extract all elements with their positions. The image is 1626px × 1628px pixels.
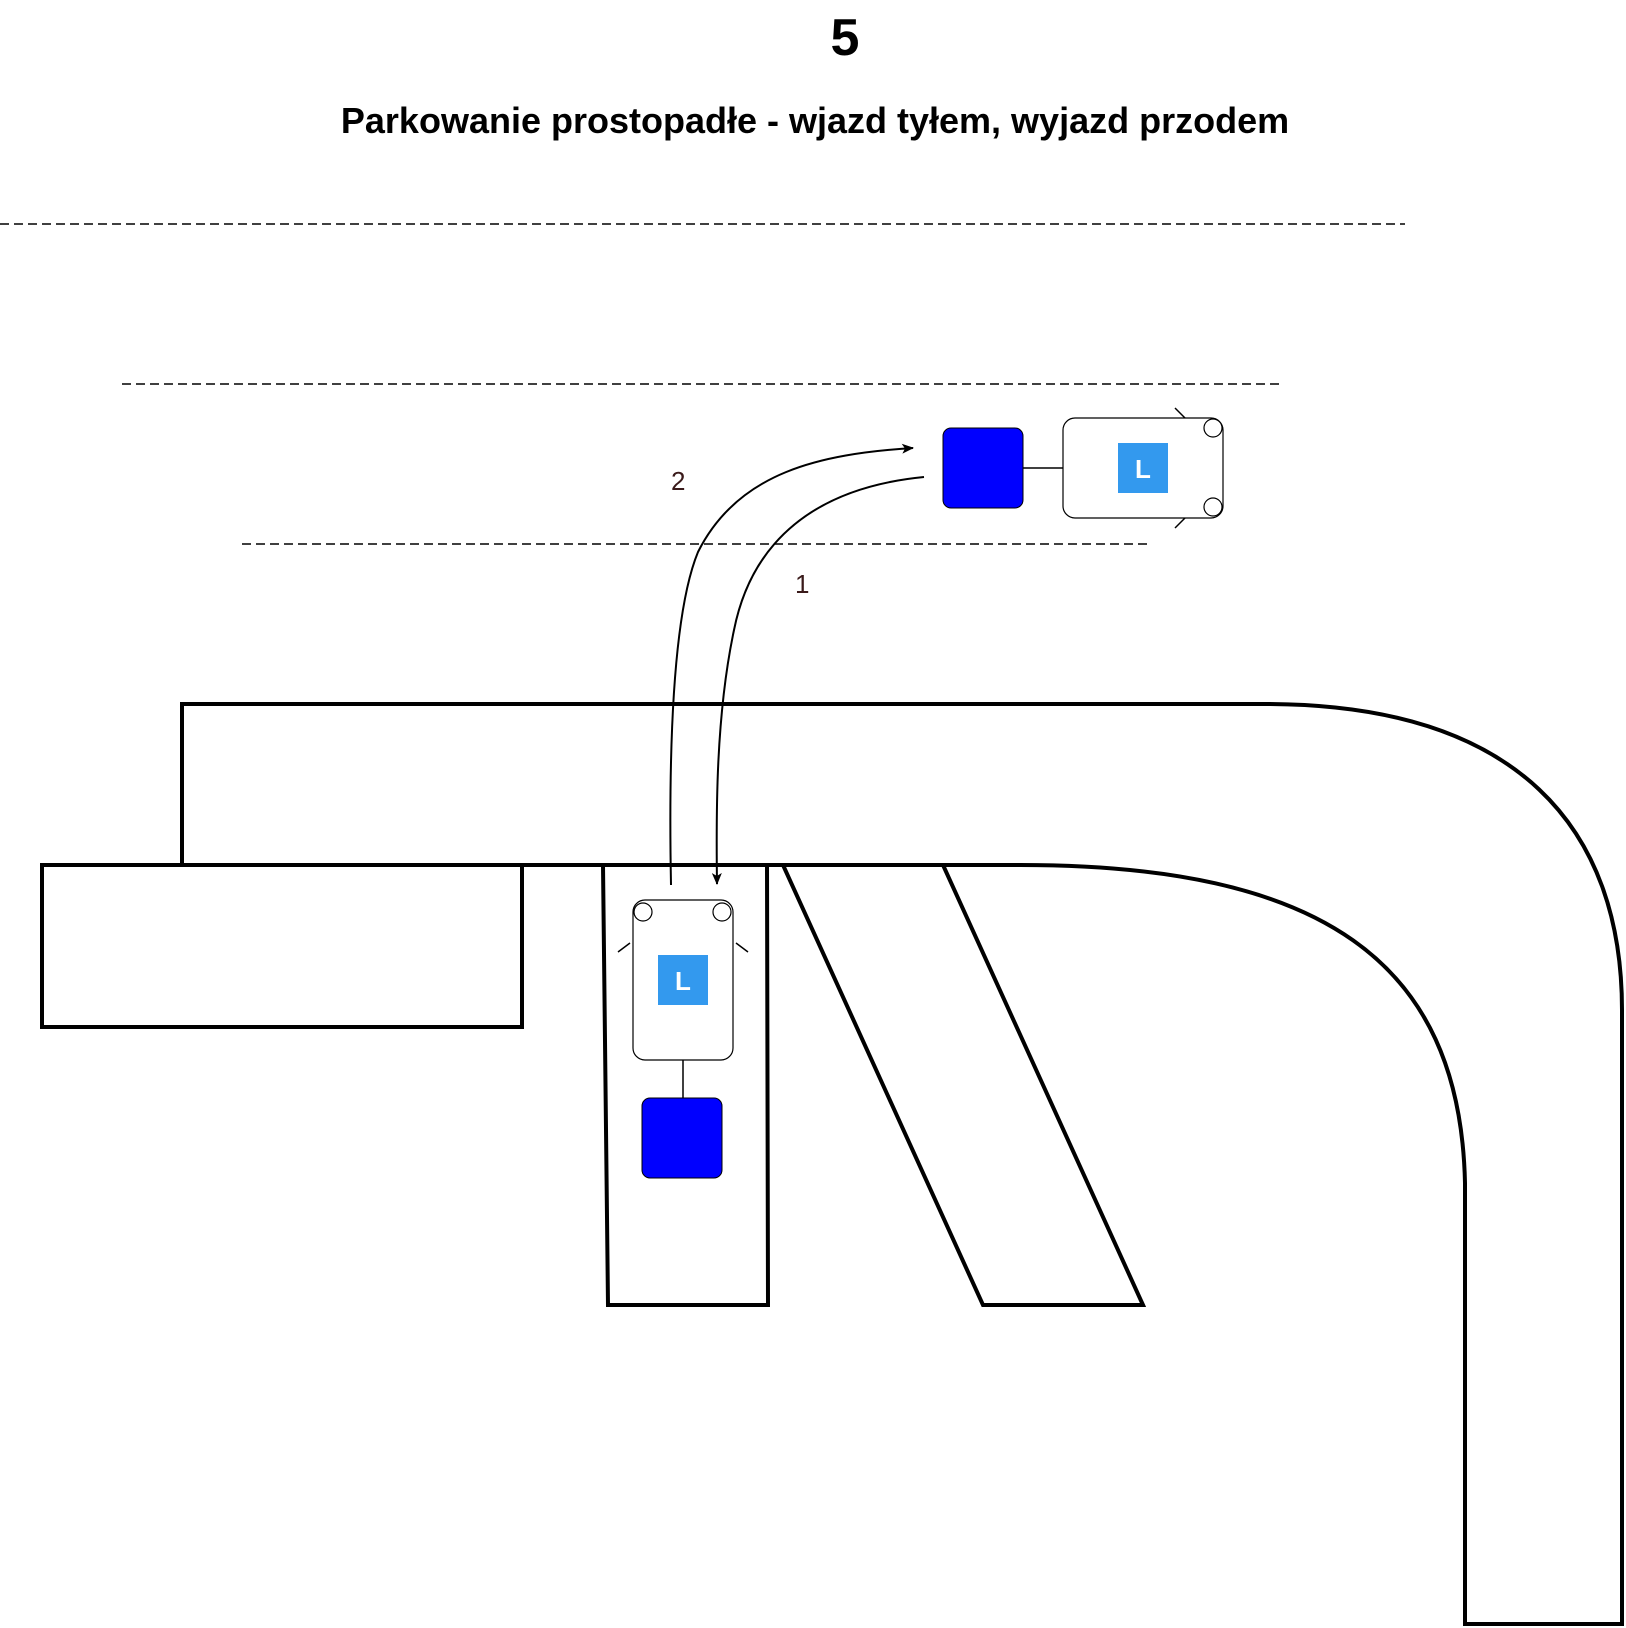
learner-plate-icon <box>1118 443 1168 493</box>
step-1-label: 1 <box>795 569 809 599</box>
step-2-label: 2 <box>671 466 685 496</box>
headlight-icon <box>712 902 732 922</box>
path-1-arrow <box>711 476 925 885</box>
mirror-icon <box>735 942 749 953</box>
blue-block <box>641 1097 723 1179</box>
learner-plate-letter: L <box>675 966 691 996</box>
learner-plate-letter: L <box>1135 454 1151 484</box>
parking-block-left <box>40 863 524 1029</box>
parking-bay-angled <box>781 864 1147 1307</box>
page-number: 5 <box>830 9 860 67</box>
car-horizontal: L <box>942 407 1224 529</box>
curb-outer <box>180 702 1624 1626</box>
mirror-icon <box>1174 407 1186 419</box>
page-title: Parkowanie prostopadłe - wjazd tyłem, wy… <box>340 100 1290 141</box>
parking-bay-perpendicular <box>601 864 771 1307</box>
mirror-icon <box>617 942 631 953</box>
car-vertical: L <box>617 899 749 1179</box>
headlight-icon <box>1203 497 1223 517</box>
mirror-icon <box>1174 517 1186 529</box>
path-2-arrow <box>669 443 914 886</box>
learner-plate-icon <box>658 955 708 1005</box>
headlight-icon <box>633 902 653 922</box>
blue-block <box>942 427 1024 509</box>
headlight-icon <box>1203 418 1223 438</box>
